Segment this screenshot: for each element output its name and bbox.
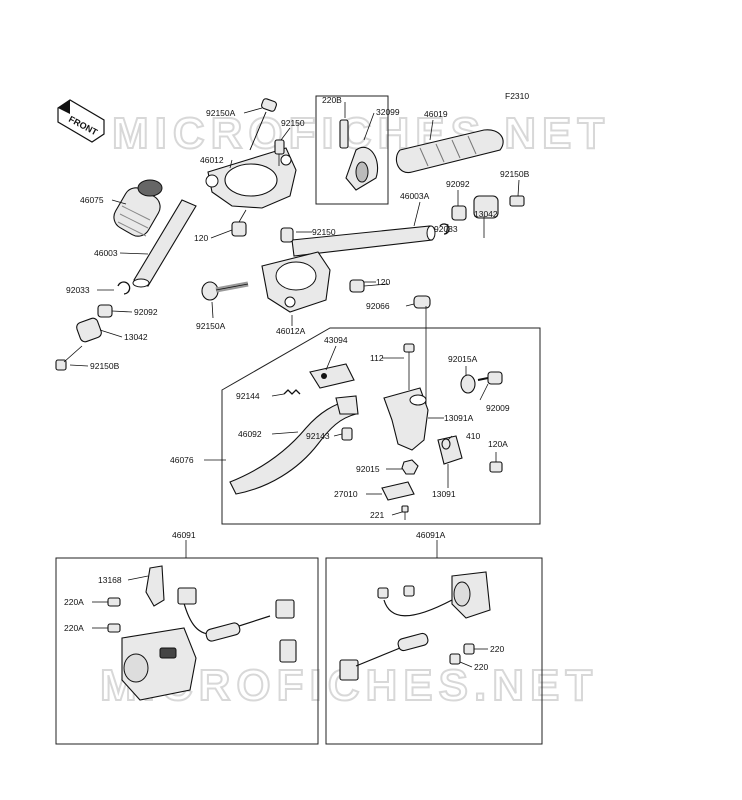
handlebar-46003 [132, 199, 197, 288]
screw-220a-2 [107, 623, 121, 633]
spring-92144 [283, 389, 301, 395]
label-221: 221 [370, 510, 384, 520]
label-112: 112 [370, 353, 384, 363]
throttle-grip-46019 [395, 129, 504, 174]
label-92033-right: 92033 [434, 224, 458, 234]
clamp-46012a [261, 251, 331, 313]
label-46003: 46003 [94, 248, 118, 258]
bolt-120-left [231, 209, 247, 237]
label-120-left: 120 [194, 233, 208, 243]
label-32099: 32099 [376, 107, 400, 117]
label-92150b-right: 92150B [500, 169, 530, 179]
bolt-92150a-mid [201, 281, 249, 301]
bolt-92150a-top [249, 98, 277, 151]
clip-92033-left [117, 281, 131, 295]
holder-13091a [383, 387, 429, 451]
bolt-112 [403, 343, 415, 390]
screw-92009 [477, 371, 503, 385]
label-92015a: 92015A [448, 354, 478, 364]
label-220b: 220B [322, 95, 342, 105]
lever-assembly-box [221, 327, 541, 525]
weight-13042-right [473, 195, 499, 219]
screw-220-2 [449, 653, 461, 665]
label-92092-right: 92092 [446, 179, 470, 189]
collar-92092-left [97, 304, 113, 318]
label-46091: 46091 [172, 530, 196, 540]
washer-410 [441, 438, 451, 450]
label-13042-left: 13042 [124, 332, 148, 342]
clamp-13091 [437, 435, 463, 465]
label-220a-1: 220A [64, 597, 84, 607]
label-13168: 13168 [98, 575, 122, 585]
switch-27010 [381, 481, 415, 501]
label-92150a-mid: 92150A [196, 321, 226, 331]
throttle-cam-32099 [339, 119, 378, 191]
bolt-120a [489, 461, 503, 473]
label-220a-2: 220A [64, 623, 84, 633]
wire-harness-right [339, 585, 453, 681]
screw-221 [401, 505, 409, 520]
switch-box-46091a [325, 557, 543, 745]
label-410: 410 [466, 431, 480, 441]
label-92150a-top: 92150A [206, 108, 236, 118]
screw-220-1 [463, 643, 475, 655]
label-46091a: 46091A [416, 530, 446, 540]
cap-92066 [413, 295, 431, 309]
label-92150-top: 92150 [281, 118, 305, 128]
grip-46075 [113, 179, 163, 237]
bracket-13168 [145, 565, 165, 607]
bolt-92150b-right [509, 195, 525, 207]
label-92092-left: 92092 [134, 307, 158, 317]
label-13042-right: 13042 [474, 209, 498, 219]
lever-46092 [229, 395, 359, 495]
part-labels: 92150A 92150 46012 46075 46003 120 92033… [64, 95, 530, 672]
label-92015: 92015 [356, 464, 380, 474]
label-46092: 46092 [238, 429, 262, 439]
nut-92015 [401, 459, 419, 475]
label-120a: 120A [488, 439, 508, 449]
washer-92015a [460, 374, 476, 394]
clamp-46012 [205, 147, 297, 209]
bolt-92150b-left [55, 345, 83, 371]
label-27010: 27010 [334, 489, 358, 499]
label-46019: 46019 [424, 109, 448, 119]
bolt-92150-mid [280, 227, 294, 243]
inset-box-220b [315, 95, 389, 205]
handlebar-46003a [291, 225, 436, 257]
label-43094: 43094 [324, 335, 348, 345]
front-arrow-icon: FRONT [57, 99, 105, 143]
label-92066: 92066 [366, 301, 390, 311]
label-46012a: 46012A [276, 326, 306, 336]
label-92150-mid: 92150 [312, 227, 336, 237]
bolt-92150-top [274, 139, 285, 166]
switch-43094 [309, 363, 355, 389]
label-220-1: 220 [490, 644, 504, 654]
diagram-code: F2310 [505, 91, 529, 101]
label-46076: 46076 [170, 455, 194, 465]
label-92143: 92143 [306, 431, 330, 441]
wire-harness-left [177, 587, 297, 663]
switch-housing-46091 [121, 627, 197, 701]
switch-housing-46091a [451, 571, 491, 619]
weight-13042-left [76, 317, 102, 343]
leader-lines [69, 102, 520, 668]
label-92009: 92009 [486, 403, 510, 413]
switch-box-46091 [55, 557, 319, 745]
label-13091: 13091 [432, 489, 456, 499]
label-120-mid: 120 [376, 277, 390, 287]
label-46003a: 46003A [400, 191, 430, 201]
label-92150b-left: 92150B [90, 361, 120, 371]
bolt-120-mid [349, 279, 389, 293]
label-13091a: 13091A [444, 413, 474, 423]
label-92144: 92144 [236, 391, 260, 401]
label-92033-left: 92033 [66, 285, 90, 295]
collar-92092-right [451, 205, 467, 221]
label-220-2: 220 [474, 662, 488, 672]
label-46075: 46075 [80, 195, 104, 205]
bushing-92143 [341, 427, 353, 441]
label-46012: 46012 [200, 155, 224, 165]
screw-220a-1 [107, 597, 121, 607]
